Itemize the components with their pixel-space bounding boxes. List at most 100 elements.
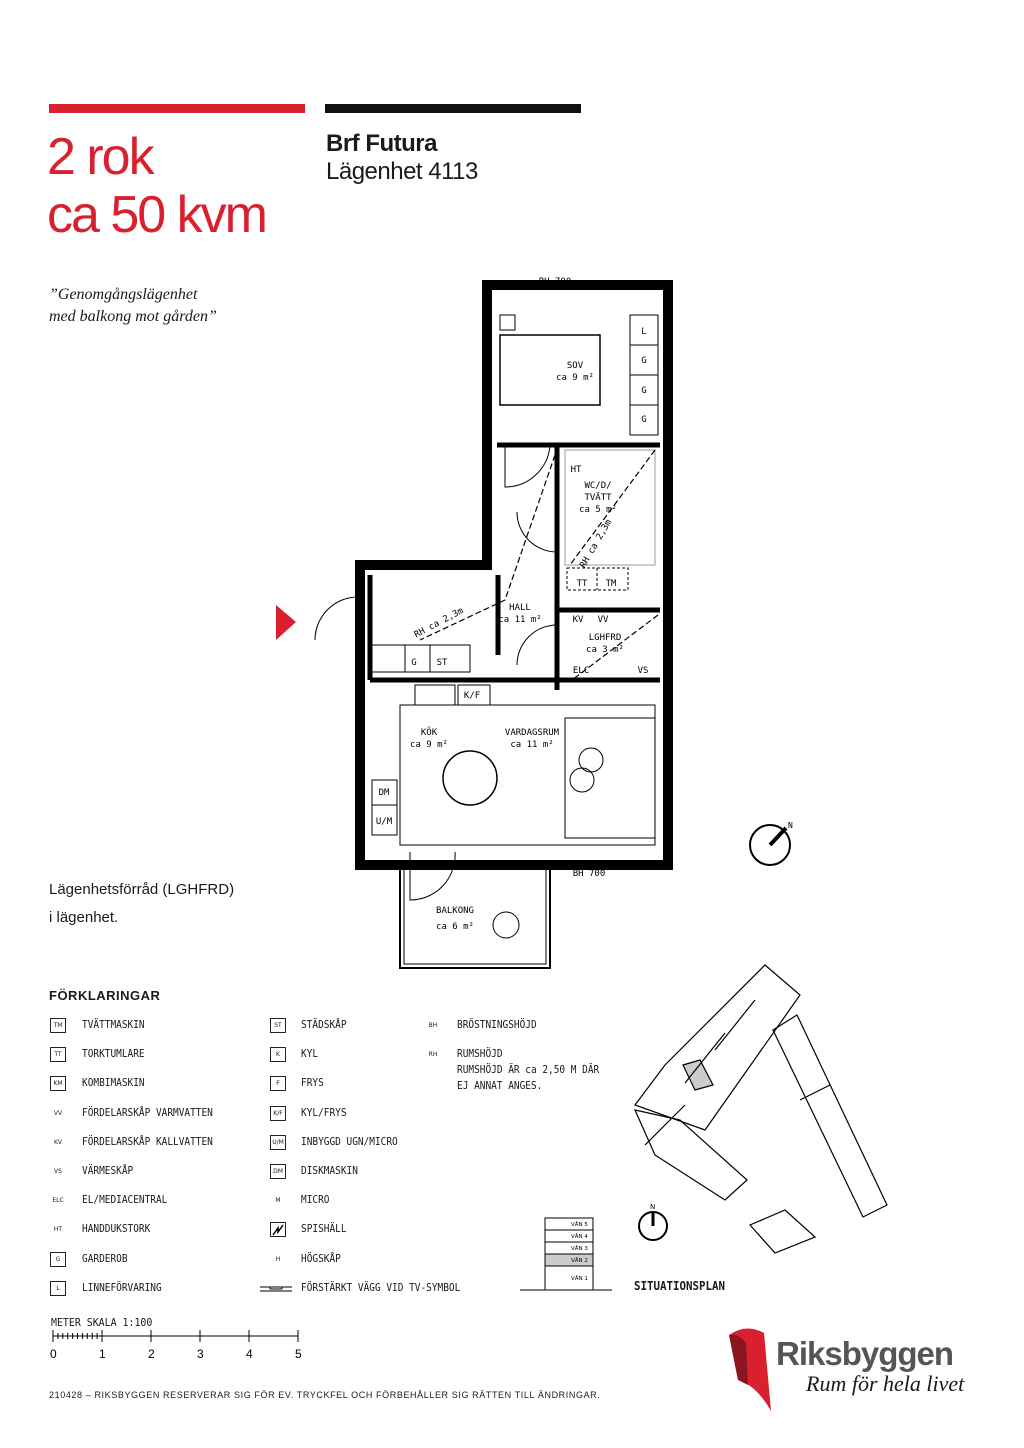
site-north-icon [638, 1211, 668, 1241]
legend-label: FÖRDELARSKÅP KALLVATTEN [82, 1135, 213, 1148]
legend-symbol-icon [270, 1222, 286, 1238]
room-height-note: RUMSHÖJD ÄR ca 2,50 M DÄR [457, 1064, 600, 1076]
scale-label: METER SKALA 1:100 [51, 1316, 153, 1329]
legend-symbol-icon: VV [53, 1109, 63, 1117]
apartment-number: Lägenhet 4113 [326, 158, 478, 185]
legend-label: SPISHÄLL [301, 1223, 347, 1236]
legend-label: DISKMASKIN [301, 1165, 358, 1177]
apartment-area: ca 50 kvm [47, 186, 268, 244]
legend-label: KYL/FRYS [301, 1106, 347, 1119]
scale-tick-label: 4 [246, 1347, 253, 1361]
compass-north-label: N [788, 821, 793, 830]
room-sov-area: ca 9 m² [556, 373, 594, 383]
scale-tick-label: 5 [295, 1347, 302, 1361]
tagline-line2: med balkong mot gården” [49, 308, 217, 325]
floor-label: VÅN 5 [571, 1221, 588, 1228]
legend-symbol-icon: KV [53, 1138, 63, 1146]
scale-tick-label: 1 [99, 1347, 106, 1361]
legend-symbol-icon: ELC [52, 1197, 64, 1205]
bh-bottom-label: BH 700 [573, 869, 606, 879]
legend-symbol-icon: U/M [270, 1134, 286, 1150]
entrance-arrow-icon [276, 605, 296, 640]
legend-label: TORKTUMLARE [82, 1048, 145, 1061]
legend-symbol-icon: H [275, 1255, 281, 1263]
scale-tick-label: 3 [197, 1347, 204, 1361]
room-hall: HALL [509, 603, 531, 613]
floor-label: VÅN 4 [571, 1233, 588, 1240]
towel-dryer: HT [571, 465, 582, 475]
oven-micro: U/M [376, 817, 393, 827]
room-lghfrd: LGHFRD [589, 633, 622, 643]
bh-top-label: BH 700 [539, 277, 572, 287]
legend-label: FÖRDELARSKÅP VARMVATTEN [82, 1106, 213, 1119]
legend-symbol-icon: HT [53, 1226, 63, 1234]
room-height-label-1: RH ca 2,3m [413, 606, 466, 640]
floor-block [544, 1265, 594, 1291]
legend-symbol-icon: F [270, 1076, 286, 1092]
hall-wardrobe: G [411, 658, 416, 668]
room-balkong-area: ca 6 m² [436, 922, 474, 932]
legend-symbol-icon: KM [50, 1076, 66, 1092]
legend-symbol-icon [260, 1285, 292, 1295]
legend-symbol-icon: M [275, 1197, 281, 1205]
legend-symbol-icon: TM [50, 1018, 66, 1033]
legend-label: FRYS [301, 1077, 324, 1090]
legend-symbol-icon: VS [54, 1168, 62, 1175]
room-height-note: EJ ANNAT ANGES. [457, 1080, 543, 1092]
room-count: 2 rok [47, 128, 155, 186]
closet-g1: G [641, 356, 646, 366]
riksbyggen-logo: Riksbyggen Rum för hela livet [726, 1325, 976, 1415]
legend-label: BRÖSTNINGSHÖJD [457, 1019, 537, 1031]
logo-name: Riksbyggen [776, 1335, 954, 1372]
site-plan-label: SITUATIONSPLAN [634, 1279, 726, 1293]
room-hall-area: ca 11 m² [498, 615, 541, 625]
legend-label: HANDDUKSTORK [82, 1223, 151, 1236]
legend-label: GARDEROB [82, 1252, 128, 1265]
floor-label: VÅN 3 [571, 1245, 588, 1252]
scale-tick-label: 2 [148, 1347, 155, 1361]
kv-label: KV [573, 615, 584, 625]
room-vardagsrum: VARDAGSRUM [505, 728, 560, 738]
legend-label: MICRO [301, 1194, 330, 1207]
room-vardagsrum-area: ca 11 m² [510, 740, 553, 750]
logo-slogan: Rum för hela livet [806, 1371, 965, 1396]
floor-plan: N BH 700 SOV ca 9 m² WC/D/ TVÄTT ca 5 m²… [276, 277, 793, 969]
legend-label: TVÄTTMASKIN [82, 1019, 145, 1031]
legend-label: HÖGSKÅP [301, 1252, 341, 1265]
closet-l: L [641, 327, 646, 337]
room-height-label-2: RH ca 2,3m [578, 518, 614, 570]
logo-mark-icon [729, 1328, 771, 1411]
legend-symbol-icon: ST [270, 1018, 286, 1033]
legend-label: RUMSHÖJD [457, 1048, 503, 1061]
legend-label: STÄDSKÅP [301, 1019, 347, 1031]
black-accent-bar [325, 104, 581, 113]
legend-symbol-icon: RH [428, 1051, 438, 1059]
legend-symbol-icon: G [50, 1251, 66, 1267]
storage-note-1: Lägenhetsförråd (LGHFRD) [49, 881, 235, 898]
vv-label: VV [598, 615, 609, 625]
vs-label: VS [638, 666, 649, 676]
room-balkong: BALKONG [436, 906, 474, 916]
storage-note-2: i lägenhet. [49, 909, 119, 926]
legend-symbol-icon: TT [50, 1047, 66, 1063]
site-north-label: N [650, 1203, 655, 1211]
room-kok-area: ca 9 m² [410, 740, 448, 750]
room-lghfrd-area: ca 3 m² [586, 645, 624, 655]
room-wc-area: ca 5 m² [579, 505, 617, 515]
legend-label: INBYGGD UGN/MICRO [301, 1135, 398, 1148]
north-arrow-icon [768, 826, 788, 847]
legend-label: EL/MEDIACENTRAL [82, 1194, 168, 1207]
disclaimer: 210428 – RIKSBYGGEN RESERVERAR SIG FÖR E… [49, 1390, 601, 1400]
room-wc: WC/D/ [584, 481, 611, 491]
legend-title: FÖRKLARINGAR [49, 988, 161, 1003]
fridge-freezer: K/F [464, 691, 480, 701]
elc-label: ELC [573, 666, 589, 676]
legend-label: KYL [301, 1048, 319, 1061]
dishwasher: DM [379, 788, 390, 798]
legend-label: FÖRSTÄRKT VÄGG VID TV-SYMBOL [301, 1281, 461, 1294]
site-plan: N [633, 964, 888, 1254]
floor-label: VÅN 1 [571, 1275, 588, 1282]
legend-label: LINNEFÖRVARING [82, 1281, 162, 1294]
